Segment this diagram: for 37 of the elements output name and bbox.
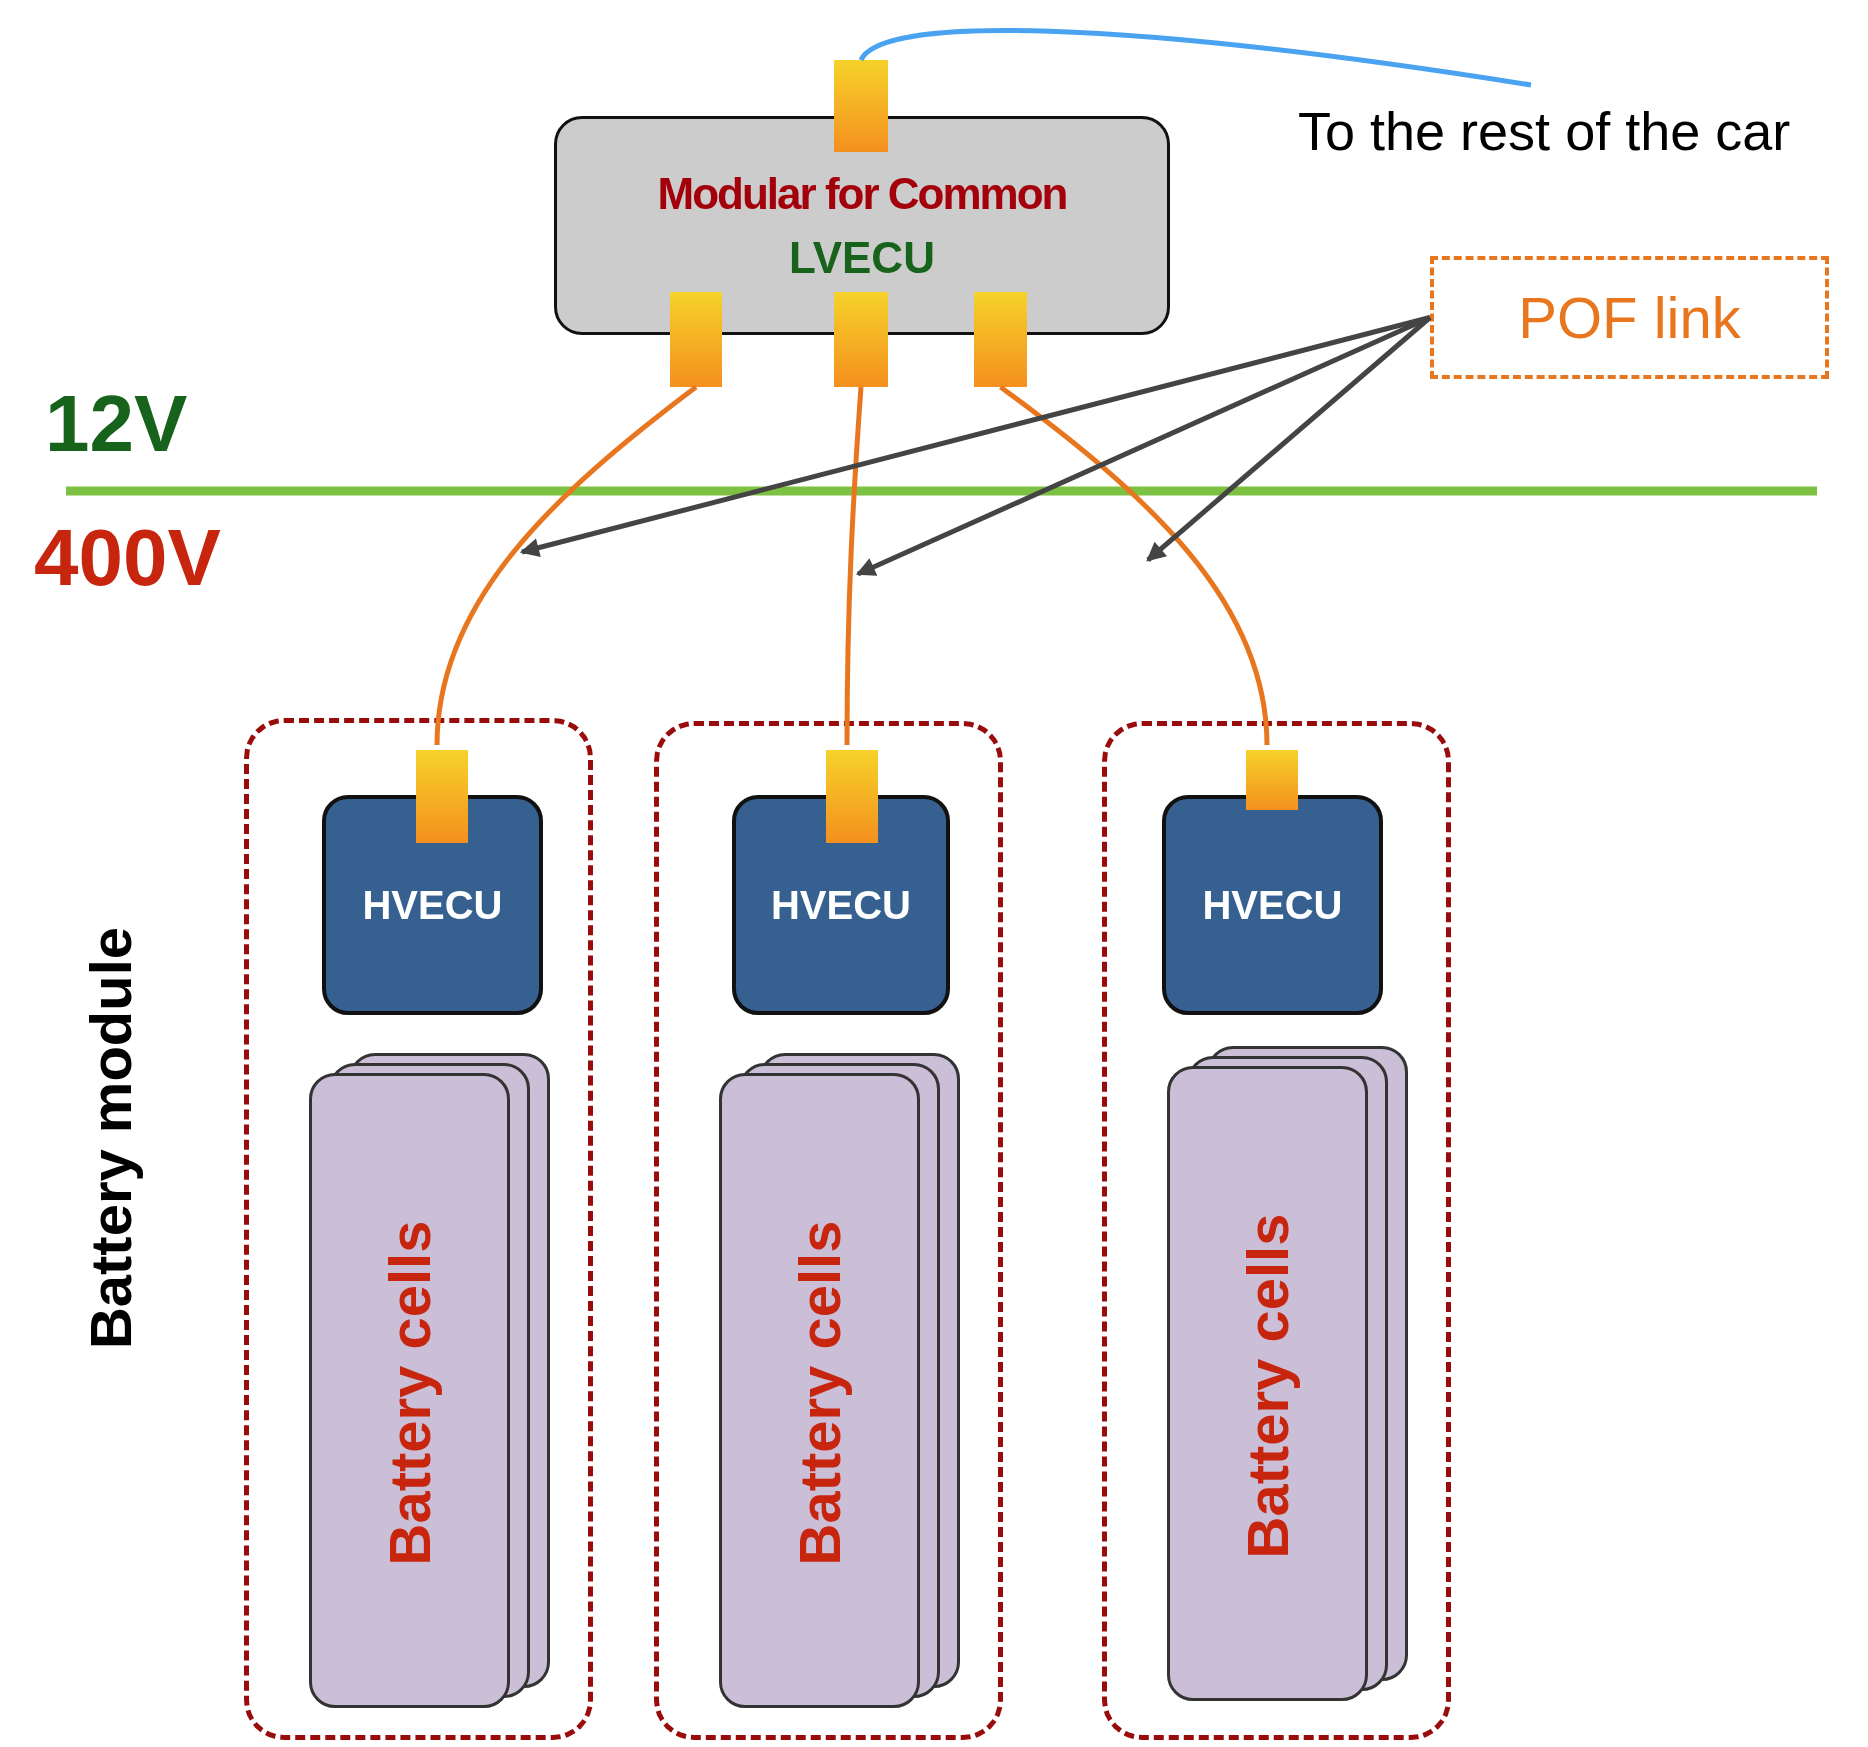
connector-tab xyxy=(1246,750,1298,810)
connector-tab xyxy=(974,292,1027,387)
callout-box xyxy=(1430,256,1829,379)
cable-line xyxy=(844,386,864,745)
connector-tab xyxy=(416,750,468,843)
ecu-box xyxy=(732,795,950,1015)
arrow xyxy=(1146,315,1432,562)
battery-cell-stack xyxy=(1167,1046,1408,1701)
module-outline xyxy=(244,718,593,1740)
voltage-label: 400V xyxy=(34,512,221,604)
ecu-box xyxy=(554,116,1170,335)
ecu-label: HVECU xyxy=(771,882,911,928)
arrow xyxy=(855,315,1432,577)
ecu-label: HVECU xyxy=(362,882,503,928)
battery-cell-stack xyxy=(309,1053,550,1708)
voltage-label: 12V xyxy=(45,378,188,470)
ecu-title: Modular for Common xyxy=(657,168,1067,219)
connector-tab xyxy=(834,292,888,387)
side-label: Battery module xyxy=(76,926,144,1350)
connector-tab xyxy=(826,750,878,843)
cable-line xyxy=(999,385,1270,746)
ecu-label: HVECU xyxy=(1202,882,1343,928)
ecu-label: LVECU xyxy=(789,232,935,283)
ecu-box xyxy=(322,795,543,1015)
cable-line xyxy=(434,385,698,746)
battery-cell-stack xyxy=(719,1053,960,1708)
ecu-box xyxy=(1162,795,1383,1015)
module-outline xyxy=(654,721,1003,1740)
connector-tab xyxy=(834,60,888,152)
cable-line xyxy=(859,28,1532,88)
cell-label: Battery cells xyxy=(785,1220,853,1566)
callout-text: POF link xyxy=(1518,284,1741,351)
connector-tab xyxy=(670,292,722,387)
cell-label: Battery cells xyxy=(375,1220,443,1566)
cell-label: Battery cells xyxy=(1233,1213,1301,1559)
module-outline xyxy=(1102,721,1451,1740)
note-text: To the rest of the car xyxy=(1298,100,1791,162)
